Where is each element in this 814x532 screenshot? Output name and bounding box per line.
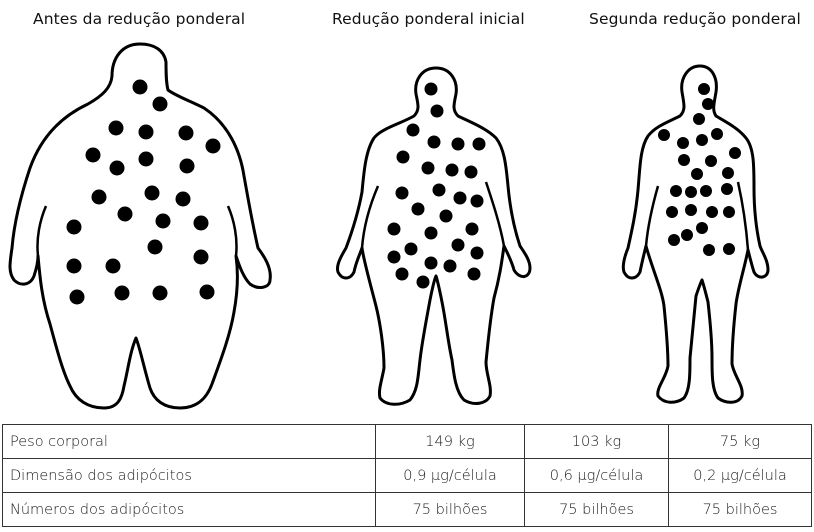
row-label-adipocyte-count: Números dos adipócitos — [3, 493, 376, 527]
medium-body-figure — [337, 68, 530, 404]
cell-value: 149 kg — [376, 425, 525, 459]
cell-value: 103 kg — [525, 425, 669, 459]
cell-value: 0,9 µg/célula — [376, 459, 525, 493]
cell-value: 75 bilhões — [376, 493, 525, 527]
adipocyte-stats-table: Peso corporal 149 kg 103 kg 75 kg Dimens… — [2, 424, 812, 527]
cell-value: 75 kg — [669, 425, 812, 459]
row-label-adipocyte-size: Dimensão dos adipócitos — [3, 459, 376, 493]
cell-value: 75 bilhões — [669, 493, 812, 527]
cell-value: 0,2 µg/célula — [669, 459, 812, 493]
table-row: Peso corporal 149 kg 103 kg 75 kg — [3, 425, 812, 459]
table-row: Dimensão dos adipócitos 0,9 µg/célula 0,… — [3, 459, 812, 493]
table-row: Números dos adipócitos 75 bilhões 75 bil… — [3, 493, 812, 527]
slim-body-figure — [623, 66, 768, 402]
body-silhouettes — [0, 0, 814, 420]
obese-body-figure — [10, 44, 270, 408]
cell-value: 0,6 µg/célula — [525, 459, 669, 493]
row-label-body-weight: Peso corporal — [3, 425, 376, 459]
cell-value: 75 bilhões — [525, 493, 669, 527]
